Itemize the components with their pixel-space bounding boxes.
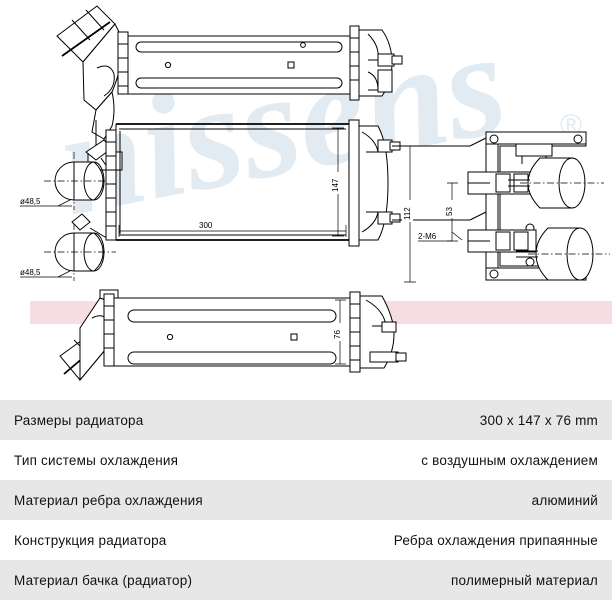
front-left-flange	[105, 129, 117, 241]
bottom-left-flange	[103, 293, 115, 367]
dim-2-m6-label: 2-M6	[418, 232, 437, 241]
side-bolt-hole-mid2	[525, 257, 535, 267]
side-bolt-hole-tl	[489, 134, 499, 144]
dim-port-upper-label: ø48,5	[20, 197, 41, 206]
dim-port-lower-label: ø48,5	[20, 268, 41, 277]
technical-drawing: .ln{fill:none;stroke:#000;stroke-width:1…	[20, 0, 612, 382]
top-left-flange	[117, 31, 129, 95]
spec-value: с воздушным охлаждением	[421, 452, 598, 468]
view-bottom: 76	[59, 289, 407, 382]
front-port-upper	[44, 152, 116, 210]
dim-147-label: 147	[331, 178, 340, 192]
dim-53-label: 53	[445, 207, 454, 216]
bottom-hole-right	[290, 333, 298, 341]
top-hole-right	[287, 61, 295, 69]
front-port-lower	[44, 223, 116, 281]
table-row: Материал бачка (радиатор) полимерный мат…	[0, 560, 612, 600]
dim-300-label: 300	[199, 221, 213, 230]
spec-label: Материал бачка (радиатор)	[14, 572, 193, 588]
dim-76: 76	[333, 299, 346, 365]
spec-value: алюминий	[531, 492, 598, 508]
spec-value: Ребра охлаждения припаянные	[393, 532, 598, 548]
bottom-right-tank	[349, 291, 407, 373]
view-front: 300 147 ø48,5	[20, 119, 401, 281]
dim-300: 300	[118, 219, 347, 237]
table-row: Тип системы охлаждения с воздушным охлаж…	[0, 440, 612, 480]
table-row: Конструкция радиатора Ребра охлаждения п…	[0, 520, 612, 560]
dim-112-label: 112	[403, 207, 412, 220]
side-port-lower	[516, 227, 610, 281]
side-bolt-hole-tr	[573, 134, 583, 144]
spec-value: полимерный материал	[451, 572, 598, 588]
top-hole-left	[164, 61, 172, 69]
specification-table: Размеры радиатора 300 x 147 x 76 mm Тип …	[0, 400, 612, 600]
side-port-upper	[508, 157, 604, 209]
bottom-hole-left	[166, 333, 174, 341]
dim-147: 147	[330, 127, 344, 237]
dim-76-label: 76	[333, 330, 342, 339]
top-right-tank	[349, 25, 403, 101]
spec-label: Конструкция радиатора	[14, 532, 167, 548]
dim-2-m6: 2-M6	[418, 231, 463, 242]
spec-label: Тип системы охлаждения	[14, 452, 179, 468]
view-side: 112 53 2-M6	[392, 131, 610, 283]
bottom-core-body	[113, 297, 351, 367]
table-row: Материал ребра охлаждения алюминий	[0, 480, 612, 520]
dim-port-lower: ø48,5	[20, 268, 72, 278]
side-bolt-hole-bl	[489, 269, 499, 279]
dim-53: 53	[445, 182, 458, 242]
spec-label: Размеры радиатора	[14, 412, 144, 428]
spec-label: Материал ребра охлаждения	[14, 492, 203, 508]
table-row: Размеры радиатора 300 x 147 x 76 mm	[0, 400, 612, 440]
dim-112: 112	[402, 145, 416, 283]
dim-port-upper: ø48,5	[20, 197, 72, 207]
top-core-body	[127, 35, 351, 95]
spec-value: 300 x 147 x 76 mm	[479, 412, 598, 428]
